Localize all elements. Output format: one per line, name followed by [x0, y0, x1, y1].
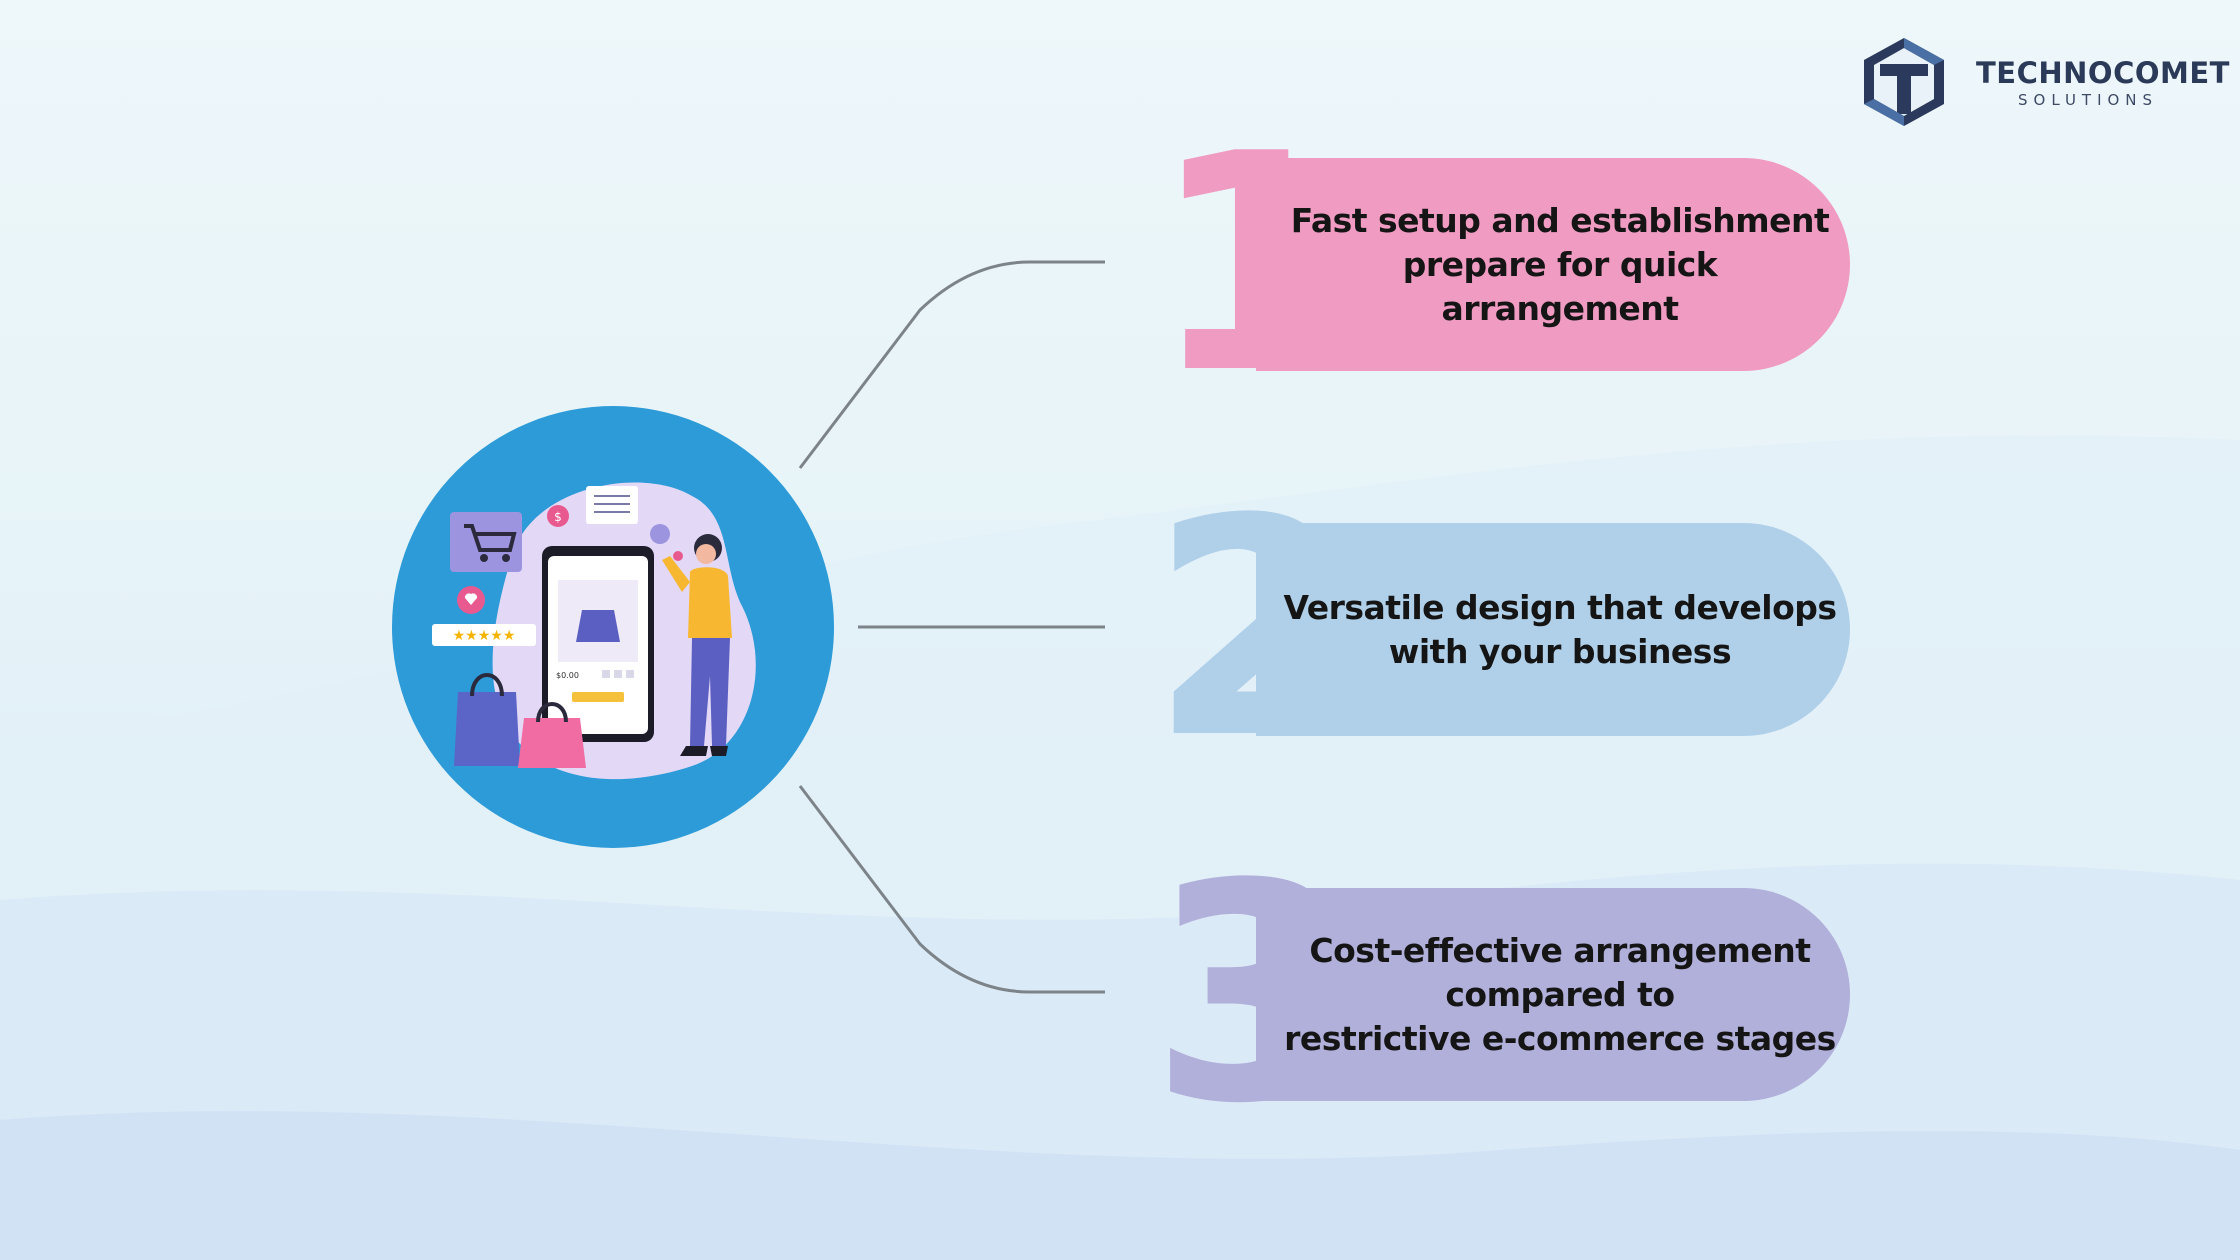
cart-card	[450, 512, 522, 572]
svg-text:★★★★★: ★★★★★	[453, 628, 516, 644]
feature-item-1: 1 Fast setup and establishment prepare f…	[1150, 115, 1850, 415]
feature-pill-2: Versatile design that develops with your…	[1256, 523, 1850, 736]
svg-text:$0.00: $0.00	[556, 671, 579, 680]
feature-text-1: Fast setup and establishment prepare for…	[1290, 200, 1830, 328]
connector-line-3	[798, 785, 1105, 994]
feature-text-2: Versatile design that develops with your…	[1283, 587, 1837, 671]
cube-t-logo-icon	[1864, 38, 1944, 126]
feature-item-2: 2 Versatile design that develops with yo…	[1150, 480, 1850, 780]
brand-tagline: SOLUTIONS	[2018, 91, 2159, 109]
phone-mockup: $0.00	[542, 546, 654, 742]
feature-item-3: 3 Cost-effective arrangement compared to…	[1150, 845, 1850, 1145]
woman-figure	[662, 534, 732, 756]
feature-pill-3: Cost-effective arrangement compared to r…	[1256, 888, 1850, 1101]
feature-text-3: Cost-effective arrangement compared to r…	[1284, 930, 1836, 1058]
online-shopping-illustration: $ ★★★★★ $0.00	[392, 406, 834, 848]
shopping-bags	[454, 673, 586, 768]
brand-name: TECHNOCOMET	[1976, 56, 2230, 90]
connector-line-1	[798, 260, 1105, 469]
svg-text:$: $	[554, 510, 562, 524]
feature-pill-1: Fast setup and establishment prepare for…	[1256, 158, 1850, 371]
brand-logo[interactable]: TECHNOCOMET SOLUTIONS	[1856, 34, 2229, 130]
